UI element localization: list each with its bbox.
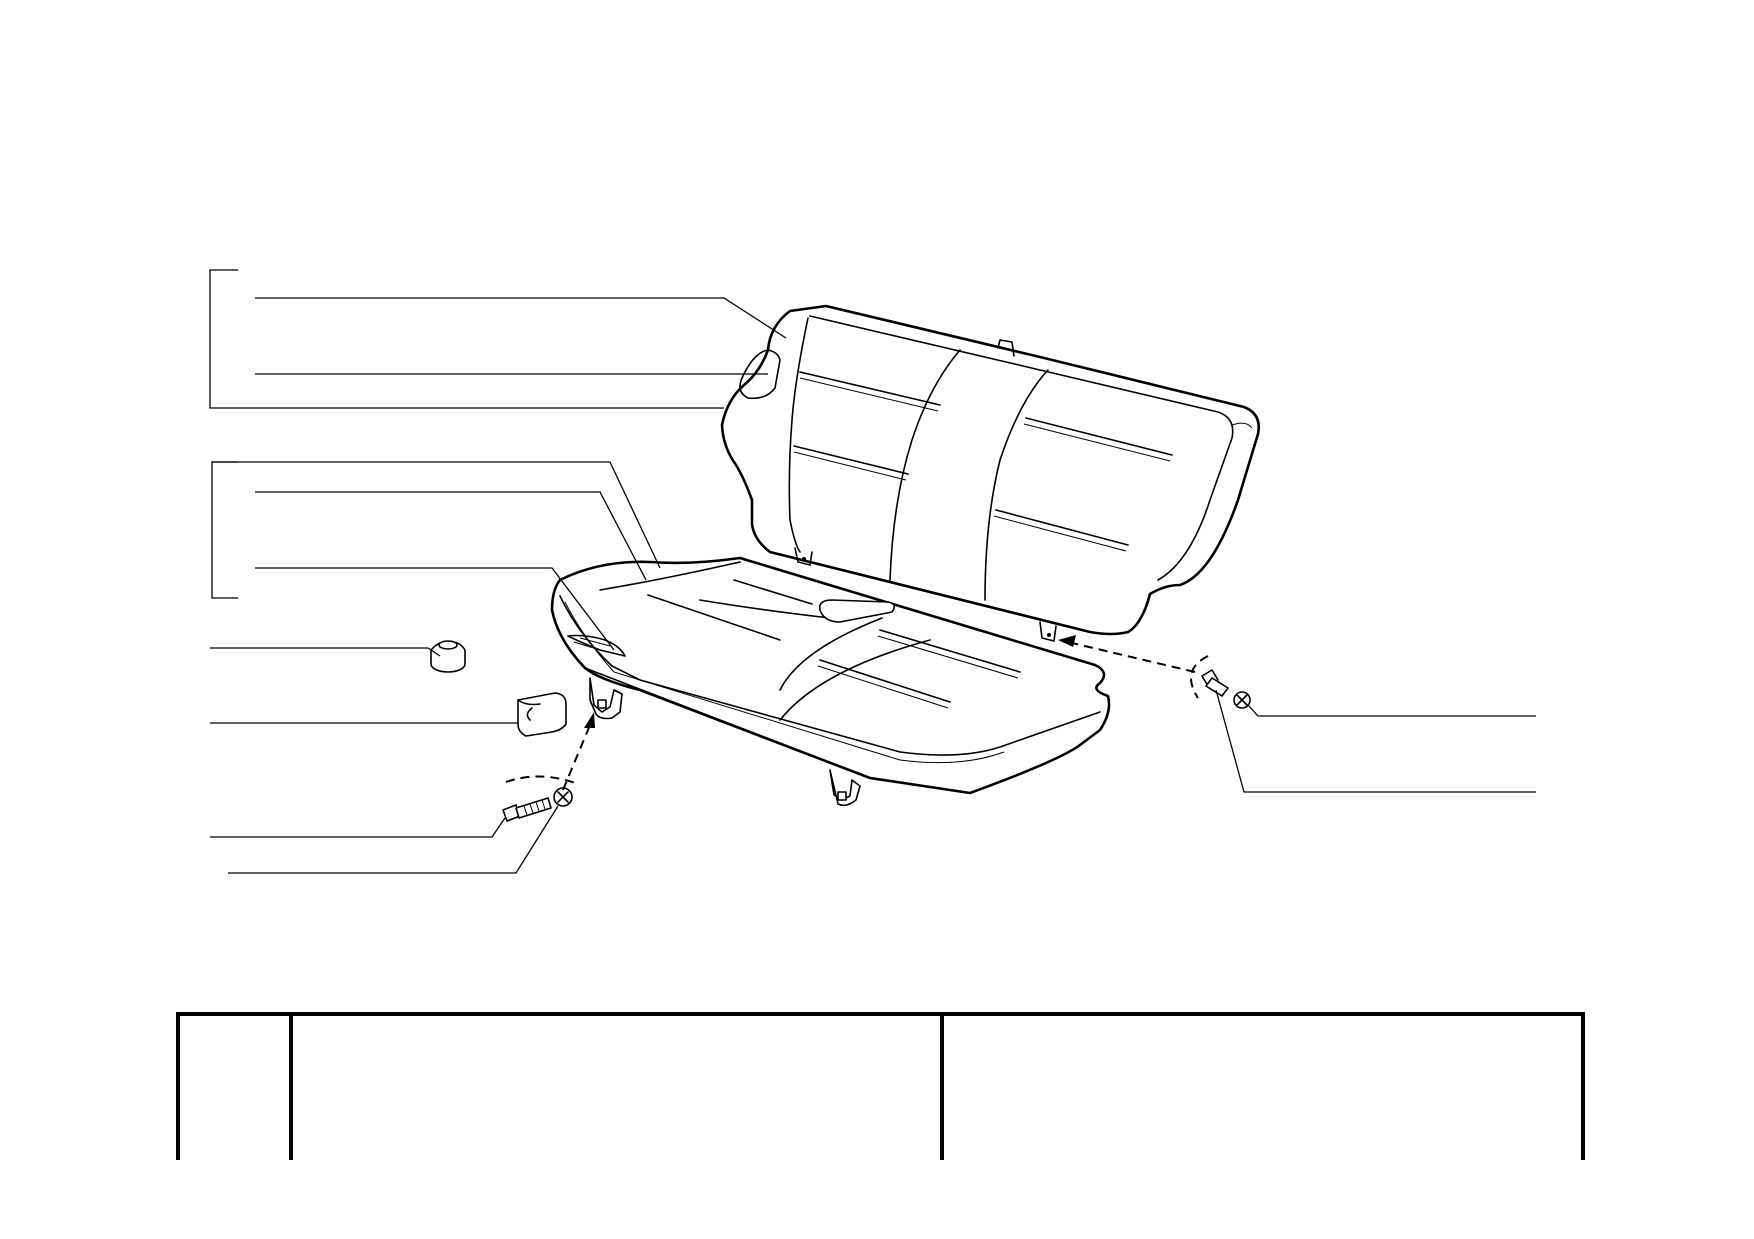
assembly-arrow-right bbox=[1058, 635, 1209, 699]
rubber-buffer bbox=[430, 640, 466, 673]
washer-left bbox=[553, 787, 573, 807]
leader-lines bbox=[209, 269, 1536, 874]
seat-cushion bbox=[550, 556, 1111, 807]
assembly-arrow-left bbox=[505, 712, 595, 791]
bracket-clip bbox=[517, 692, 567, 737]
bolt-right bbox=[1201, 669, 1229, 697]
seat-backrest bbox=[720, 304, 1260, 642]
washer-right bbox=[1233, 691, 1251, 709]
parts-table bbox=[176, 1012, 1585, 1160]
bolt-left bbox=[502, 797, 552, 822]
